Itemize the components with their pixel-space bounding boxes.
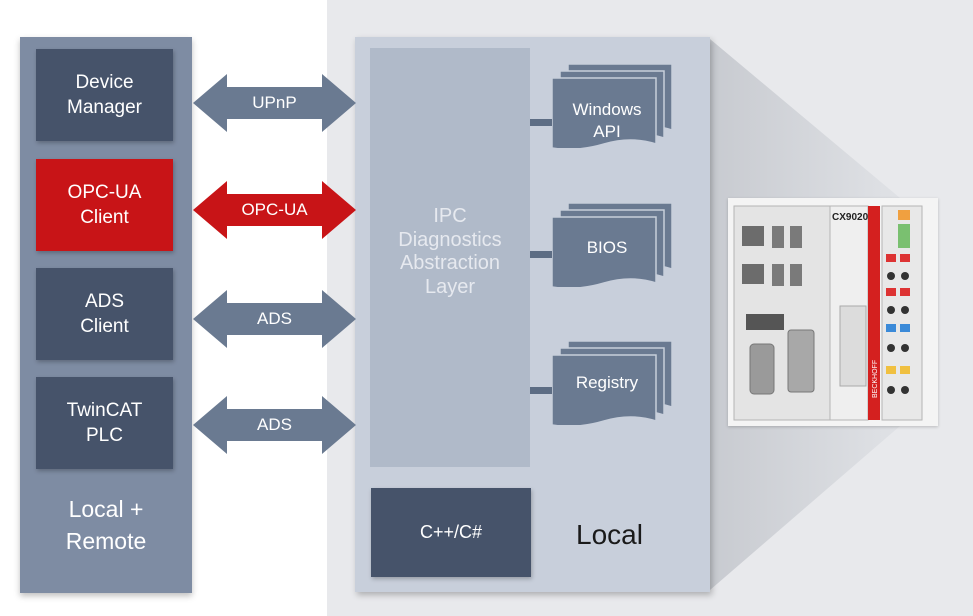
ads-client-double-arrow xyxy=(193,290,356,348)
twincat-plc-box: TwinCAT PLC xyxy=(36,377,173,469)
ads-plc-double-arrow xyxy=(193,396,356,454)
ads-client-arrow-label: ADS xyxy=(257,309,292,328)
local-label: Local xyxy=(576,519,643,550)
beckhoff-brand-text: BECKHOFF xyxy=(872,360,879,398)
upnp-arrow-label: UPnP xyxy=(252,93,297,112)
windows-api-label: Windows API xyxy=(572,100,642,141)
ads-plc-arrow-label: ADS xyxy=(257,415,292,434)
ipc-layer-label: IPC Diagnostics Abstraction Layer xyxy=(398,205,502,298)
beckhoff-cx9020-device-image: CX9020 BECKHOFF xyxy=(728,198,938,426)
connector-bios xyxy=(530,251,558,258)
bios-doc-icon xyxy=(552,203,672,287)
opc-ua-arrow-label: OPC-UA xyxy=(241,200,308,219)
registry-label: Registry xyxy=(575,373,639,392)
connector-windows-api xyxy=(530,119,558,126)
opc-ua-client-box: OPC-UA Client xyxy=(36,159,173,251)
connector-registry xyxy=(530,387,558,394)
bios-label: BIOS xyxy=(586,238,628,257)
local-remote-label: Local + Remote xyxy=(65,496,147,554)
cpp-csharp-box: C++/C# xyxy=(371,488,531,577)
ipc-abstraction-layer xyxy=(370,48,530,467)
opc-ua-double-arrow xyxy=(193,181,356,239)
cx9020-model-text: CX9020 xyxy=(832,212,869,223)
upnp-double-arrow xyxy=(193,74,356,132)
device-manager-box: Device Manager xyxy=(36,49,173,141)
windows-api-doc-icon xyxy=(552,64,672,148)
registry-doc-icon xyxy=(552,341,672,425)
ads-client-box: ADS Client xyxy=(36,268,173,360)
